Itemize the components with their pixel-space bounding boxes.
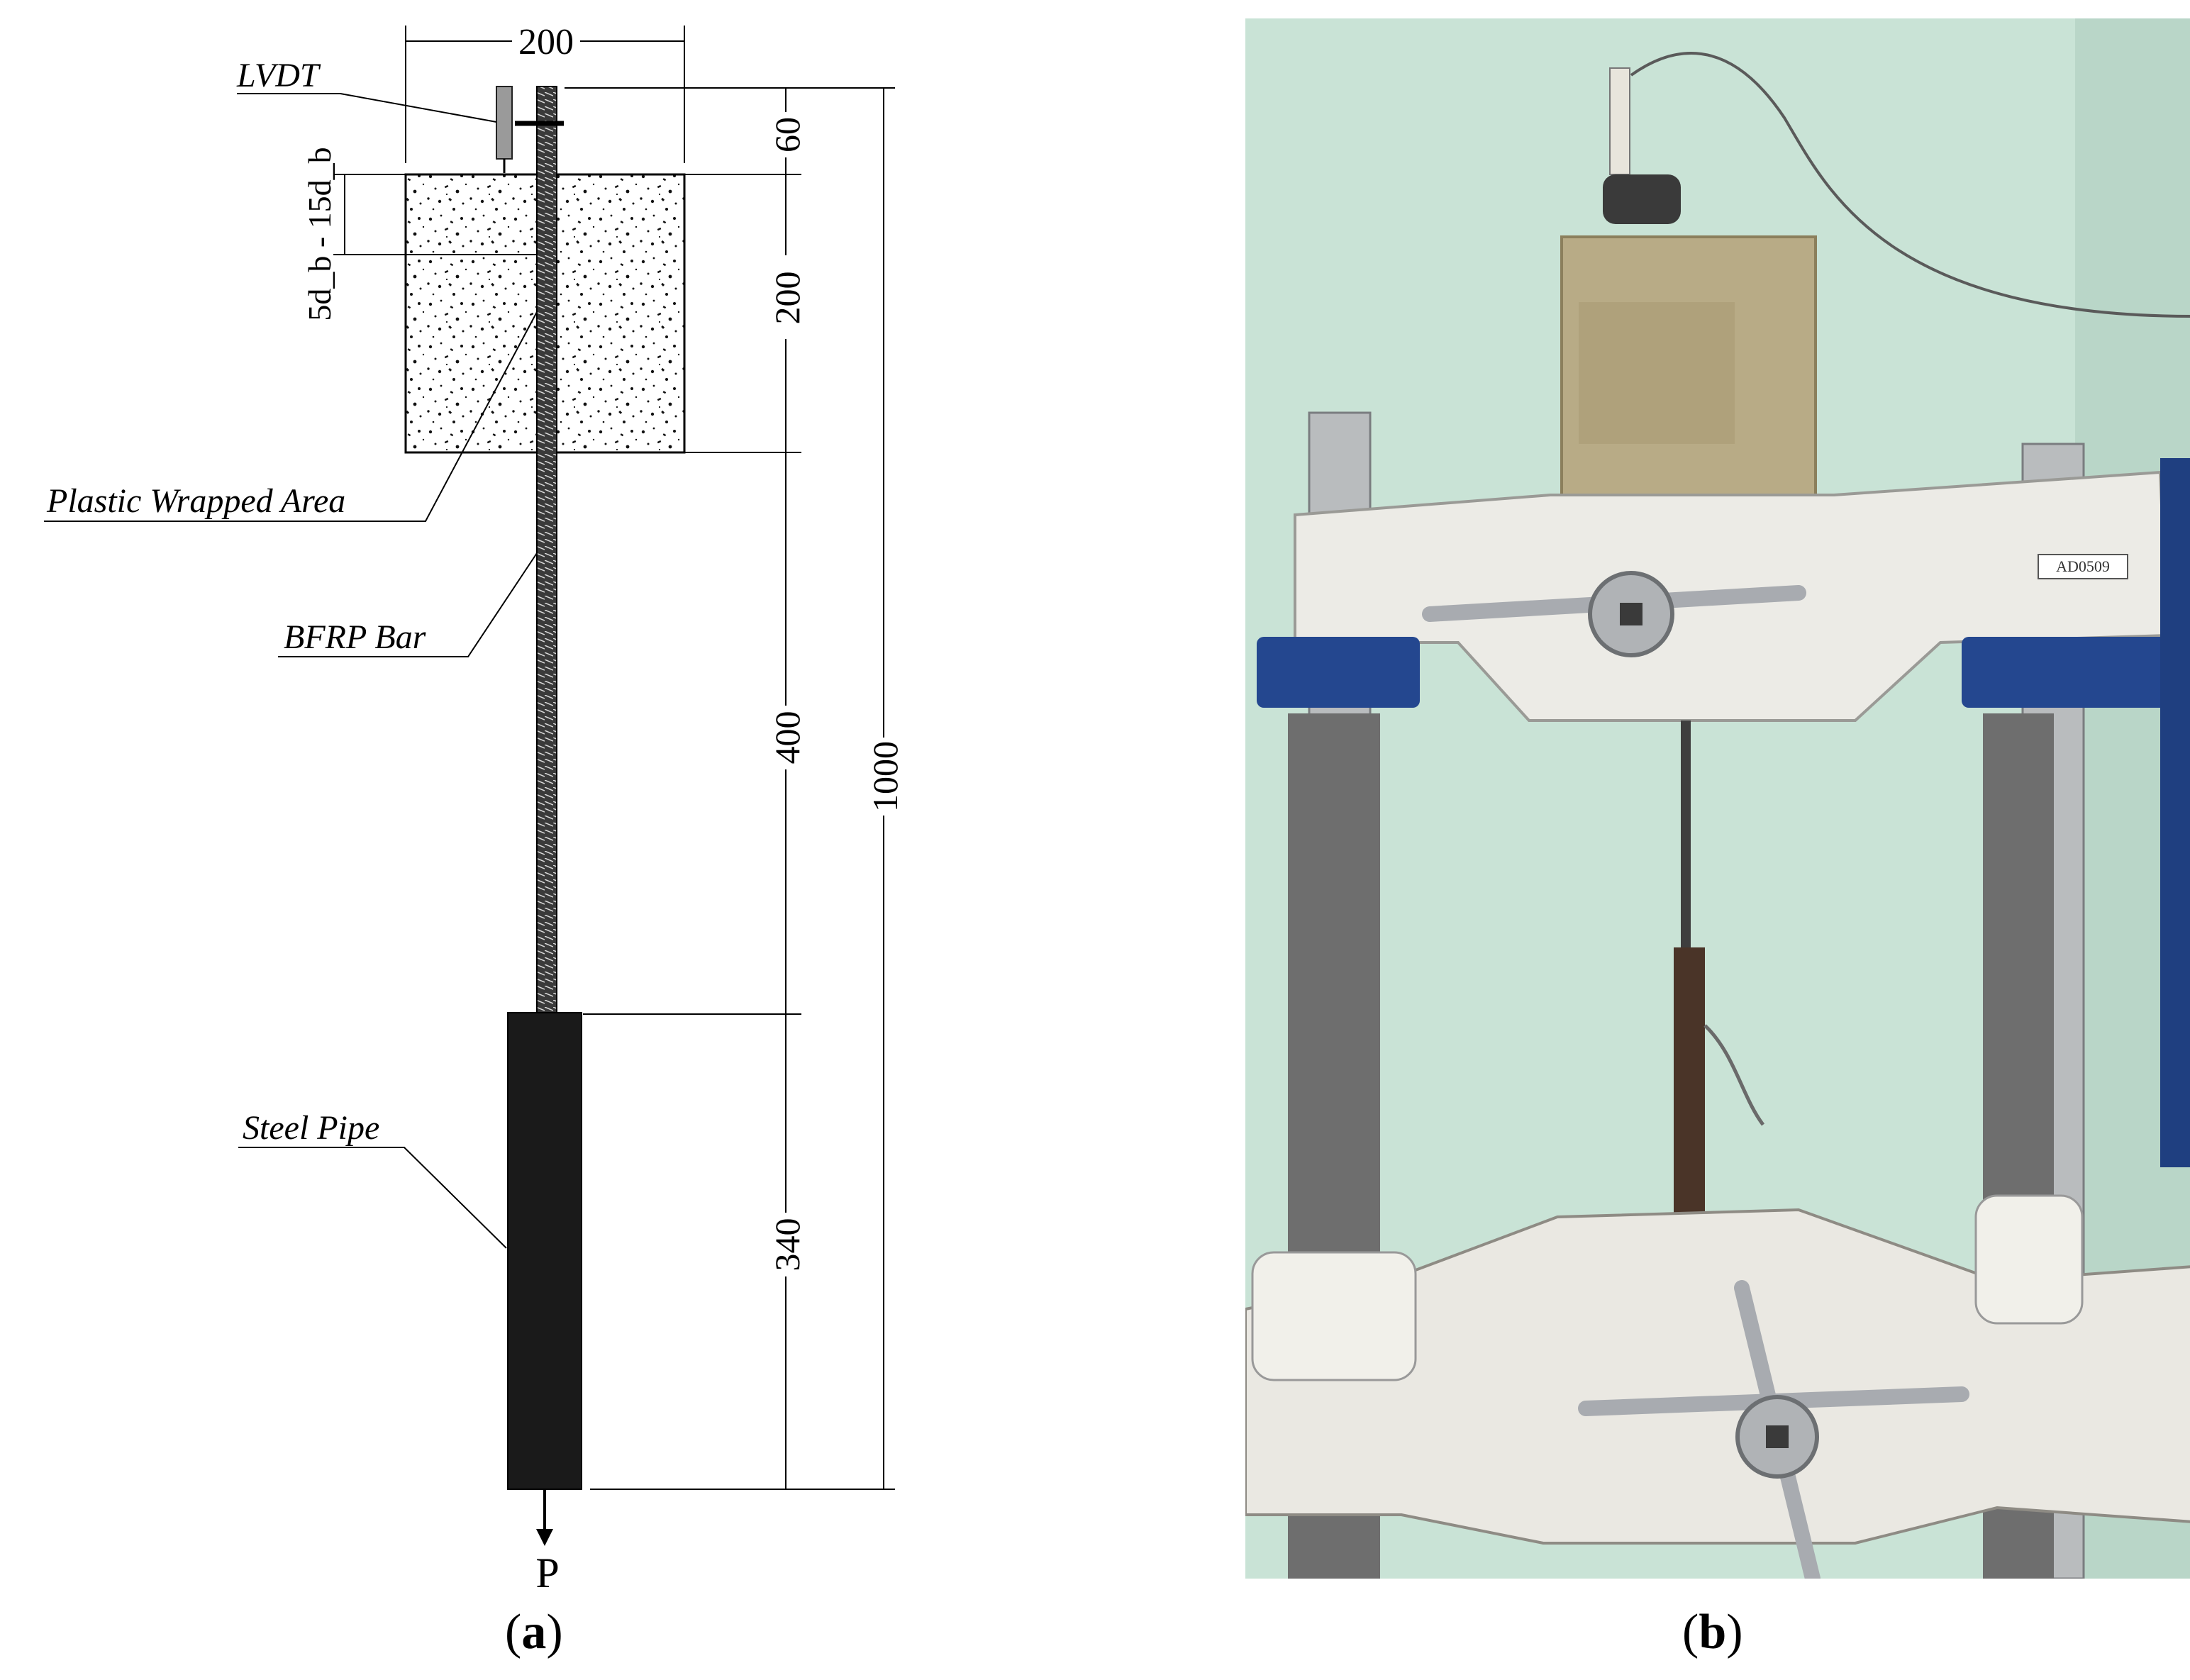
upper-hub-socket xyxy=(1620,603,1642,625)
dim-top-ext-label: 60 xyxy=(767,117,807,152)
plastic-wrapped-label: Plastic Wrapped Area xyxy=(46,482,345,520)
lower-clamp-right xyxy=(1974,1194,2084,1325)
caption-a: (a) xyxy=(505,1605,563,1659)
caption-b: (b) xyxy=(1682,1605,1743,1659)
lvdt-leader xyxy=(237,93,497,123)
blue-clamp-right xyxy=(1962,637,2167,708)
plastic-wrapped-leader xyxy=(44,311,538,522)
bfrp-bar-label: BFRP Bar xyxy=(284,618,426,656)
strain-wires xyxy=(1703,1024,1765,1126)
lvdt-photo xyxy=(1609,67,1630,175)
test-setup-photo: AD0509 xyxy=(1244,18,2190,1586)
lower-crosshead xyxy=(1244,1208,2190,1545)
concrete-shade xyxy=(1579,302,1735,444)
lvdt-clamp-photo xyxy=(1603,174,1681,224)
blue-clamp-left xyxy=(1257,637,1420,708)
lvdt-sensor xyxy=(496,86,513,160)
steel-pipe xyxy=(507,1012,582,1490)
blue-panel-right xyxy=(2160,458,2190,1167)
caption-b-letter: b xyxy=(1699,1605,1727,1659)
sensor-cable xyxy=(1630,52,2190,318)
pullout-schematic: P 200 60 200 400 340 xyxy=(44,22,905,1596)
dim-chain xyxy=(780,87,791,1490)
lower-clamp-left xyxy=(1251,1251,1417,1381)
pipe-photo xyxy=(1674,947,1705,1259)
machine-tag-text: AD0509 xyxy=(2056,557,2110,575)
load-label: P xyxy=(535,1550,559,1596)
bar-photo xyxy=(1681,721,1691,955)
steel-pipe-label: Steel Pipe xyxy=(243,1109,379,1147)
dim-bond-label: 5d_b - 15d_b xyxy=(301,147,338,321)
test-setup-illustration: AD0509 xyxy=(1244,18,2190,1586)
dim-bond xyxy=(333,174,406,255)
schematic-panel: P 200 60 200 400 340 xyxy=(0,0,1064,1676)
dim-block-label: 200 xyxy=(767,272,807,325)
dim-pipe-label: 340 xyxy=(767,1218,807,1272)
caption-a-letter: a xyxy=(521,1605,547,1659)
steel-pipe-leader xyxy=(238,1147,507,1249)
dim-total-label: 1000 xyxy=(865,741,905,812)
lower-hub-socket xyxy=(1766,1425,1789,1448)
dim-free-bar-label: 400 xyxy=(767,711,807,764)
lvdt-label: LVDT xyxy=(236,57,321,94)
machine-tag xyxy=(2038,554,2128,579)
bfrp-bar-leader xyxy=(278,552,538,657)
bfrp-bar xyxy=(536,86,557,1016)
load-arrow-head xyxy=(536,1529,553,1546)
dim-width-label: 200 xyxy=(518,22,574,62)
